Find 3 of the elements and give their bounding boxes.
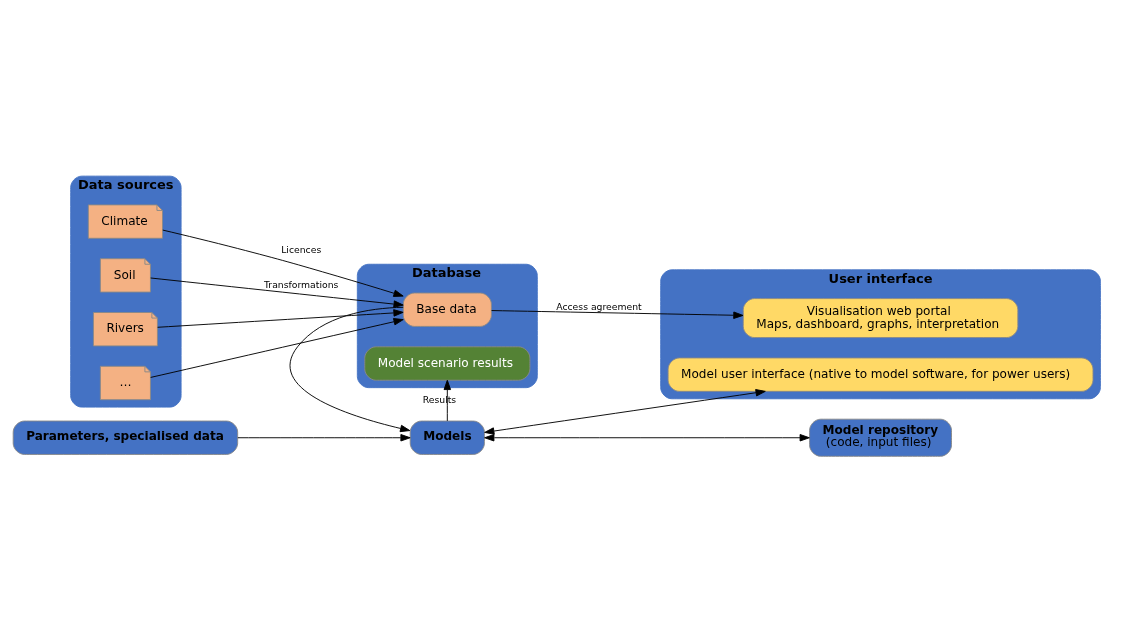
edge-label: Licences	[281, 243, 322, 255]
edge-label: Transformations	[264, 278, 339, 290]
edge-label: Access agreement	[556, 300, 642, 312]
